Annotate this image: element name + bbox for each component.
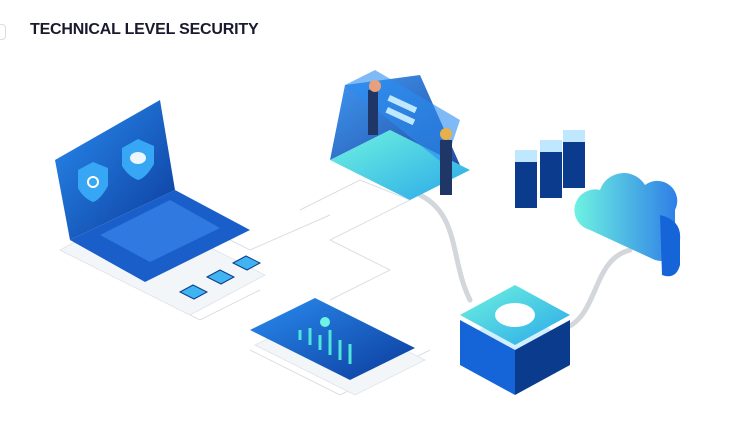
lock-shield-icon [78,162,108,202]
section-title: TECHNICAL LEVEL SECURITY [30,21,259,38]
person-woman [440,140,452,195]
chip-icons [178,255,262,300]
laptop-with-users [330,70,470,200]
person-man [368,90,378,135]
analytics-tablet [250,298,427,396]
server-racks [515,130,585,208]
cables [417,192,633,333]
cloud-icon [574,173,681,277]
laptop-with-shields [55,100,267,316]
central-hub [460,285,570,395]
scroll-edge [0,24,6,40]
